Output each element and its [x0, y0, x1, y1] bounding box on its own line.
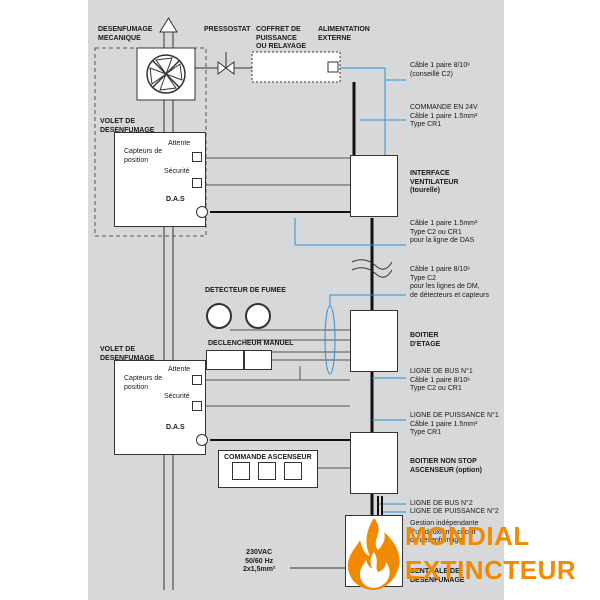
das-coil-icon [196, 434, 208, 446]
boitier-etage-box [350, 310, 398, 372]
flame-logo-icon [348, 518, 400, 590]
fan-icon [146, 54, 186, 94]
desenfumage-mecanique-label: DESENFUMAGE MECANIQUE [98, 26, 153, 42]
shaft-arrow-icon [159, 17, 178, 33]
lift-command-icon [232, 462, 250, 480]
volet2-capteurs: Capteurs de position [124, 375, 163, 391]
boitier-nonstop-box [350, 432, 398, 494]
cable-c2-label: Câble 1 paire 8/10ᵉ (conseillé C2) [410, 62, 470, 78]
coffret-box [251, 51, 341, 83]
interface-label: INTERFACE VENTILATEUR (tourelle) [410, 170, 459, 194]
volet1-box [114, 132, 206, 227]
cable-dm-label: Câble 1 paire 8/10ᵉ Type C2 pour les lig… [410, 266, 489, 299]
attente-sensor-icon [192, 152, 202, 162]
volet1-das: D.A.S [166, 196, 185, 203]
boitier-nonstop-label: BOITIER NON STOP ASCENSEUR (option) [410, 458, 482, 474]
volet2-securite: Sécurité [164, 393, 190, 400]
volet1-title: VOLET DE DESENFUMAGE [100, 118, 155, 134]
centrale-label: CENTRALE DE DESENFUMAGE [410, 568, 465, 584]
volet2-title: VOLET DE DESENFUMAGE [100, 346, 155, 362]
coffret-label: COFFRET DE PUISSANCE OU RELAYAGE [256, 26, 307, 50]
logo-line2: EXTINCTEUR [405, 555, 577, 585]
securite-sensor-icon [192, 178, 202, 188]
das-coil-icon [196, 206, 208, 218]
detecteur-label: DETECTEUR DE FUMEE [205, 287, 286, 294]
attente-sensor-icon [192, 375, 202, 385]
volet1-attente: Attente [168, 140, 191, 147]
smoke-detector-icon [245, 303, 271, 329]
gestion-label: Gestion indépendante d'un deuxième circu… [410, 520, 479, 544]
smoke-detector-icon [206, 303, 232, 329]
vertical-shaft [163, 30, 174, 590]
power-supply-label: 230VAC 50/60 Hz 2x1,5mm² [243, 549, 276, 573]
cable-das-label: Câble 1 paire 1.5mm² Type C2 ou CR1 pour… [410, 220, 478, 244]
securite-sensor-icon [192, 401, 202, 411]
declencheur-box [206, 350, 244, 370]
commande-ascenseur-label: COMMANDE ASCENSEUR [224, 454, 312, 461]
volet1-securite: Sécurité [164, 168, 190, 175]
interface-ventilateur-box [350, 155, 398, 217]
volet1-capteurs: Capteurs de position [124, 148, 163, 164]
declencheur-box [244, 350, 272, 370]
puissance1-label: LIGNE DE PUISSANCE N°1 Câble 1 paire 1.5… [410, 412, 499, 436]
volet2-attente: Attente [168, 366, 191, 373]
commande-24v-label: COMMANDE EN 24V Câble 1 paire 1.5mm² Typ… [410, 104, 478, 128]
pressostat-label: PRESSOSTAT [204, 26, 251, 33]
volet2-box [114, 360, 206, 455]
desenfumage-zone [94, 47, 207, 237]
lift-command-icon [258, 462, 276, 480]
bus2-label: LIGNE DE BUS N°2 [410, 500, 473, 507]
volet2-das: D.A.S [166, 424, 185, 431]
declencheur-label: DECLENCHEUR MANUEL [208, 340, 294, 347]
alimentation-label: ALIMENTATION EXTERNE [318, 26, 370, 42]
logo-line1: MONDIAL [405, 521, 530, 551]
puissance2-label: LIGNE DE PUISSANCE N°2 [410, 508, 499, 515]
lift-command-icon [284, 462, 302, 480]
boitier-etage-label: BOITIER D'ETAGE [410, 332, 441, 348]
bus1-label: LIGNE DE BUS N°1 Câble 1 paire 8/10ᵉ Typ… [410, 368, 473, 392]
